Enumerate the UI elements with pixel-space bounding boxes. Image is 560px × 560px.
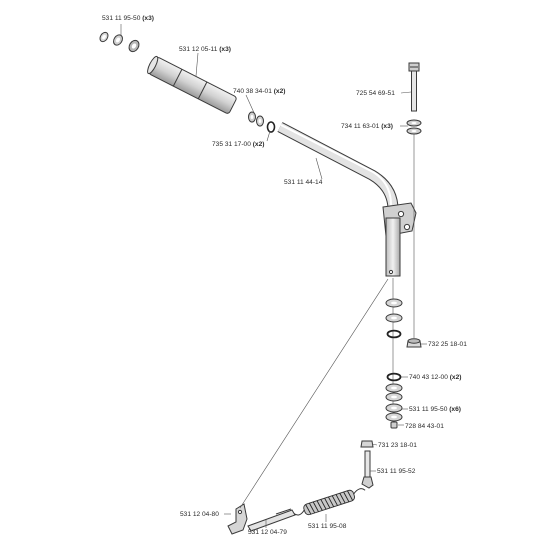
sleeve-end bbox=[147, 55, 159, 75]
lever-body bbox=[227, 503, 248, 535]
top-washer-stack bbox=[99, 31, 140, 53]
washer-hole bbox=[391, 395, 397, 399]
washer-hole bbox=[391, 386, 397, 390]
washer-hole bbox=[391, 316, 397, 320]
part-label: 734 11 63-01 (x3) bbox=[341, 123, 393, 130]
nut-top bbox=[407, 338, 421, 344]
leader bbox=[245, 94, 256, 116]
sleeve-seam bbox=[197, 81, 208, 100]
part-label: 531 11 95-08 bbox=[308, 523, 347, 530]
washer-hole bbox=[391, 406, 397, 410]
part-label: 531 11 95-50 (x3) bbox=[102, 15, 154, 22]
washer-hole bbox=[391, 301, 397, 305]
nut bbox=[360, 440, 374, 448]
part-label: 735 31 17-00 (x2) bbox=[212, 141, 264, 148]
part-label: 725 54 69-51 bbox=[356, 90, 395, 97]
part-label: 740 38 34-01 (x2) bbox=[233, 88, 285, 95]
part-label: 732 25 18-01 bbox=[428, 341, 467, 348]
upper-washers bbox=[248, 111, 276, 133]
tension-spring bbox=[293, 488, 366, 516]
circlip bbox=[266, 121, 276, 133]
part-label: 531 11 95-50 (x6) bbox=[409, 406, 461, 413]
part-label: 531 12 05-11 (x3) bbox=[179, 46, 231, 53]
o-ring bbox=[386, 372, 402, 382]
part-label: 531 12 04-80 bbox=[180, 511, 219, 518]
leader bbox=[195, 52, 199, 77]
spring-hook bbox=[293, 509, 305, 516]
sleeve-body bbox=[148, 57, 237, 114]
leader-lines bbox=[120, 24, 427, 528]
bolt-shank bbox=[411, 70, 417, 112]
washer-hole bbox=[250, 115, 254, 119]
o-ring bbox=[386, 329, 402, 339]
washer-hole bbox=[411, 130, 417, 132]
washer-hole bbox=[115, 37, 121, 43]
spring-body bbox=[303, 489, 355, 516]
leader bbox=[315, 157, 323, 180]
roller-sleeve bbox=[147, 55, 237, 114]
link-rod bbox=[247, 508, 296, 532]
part-label: 531 12 04-79 bbox=[248, 529, 287, 536]
part-labels: 531 11 95-50 (x3) 531 12 05-11 (x3) 725 … bbox=[102, 15, 467, 536]
washer-hole bbox=[102, 34, 106, 40]
bolt-assembly bbox=[406, 62, 422, 348]
tube-hole bbox=[388, 269, 394, 275]
link-rod-slot bbox=[275, 508, 292, 515]
link-wire bbox=[239, 278, 389, 509]
part-label: 531 11 95-52 bbox=[377, 468, 416, 475]
washer-hole bbox=[411, 122, 417, 124]
bent-shaft bbox=[277, 122, 417, 277]
washer-hole bbox=[131, 43, 137, 49]
part-label: 728 84 43-01 bbox=[405, 423, 444, 430]
rod-eye bbox=[361, 476, 374, 489]
lower-washer-stack bbox=[385, 278, 403, 429]
leader bbox=[371, 443, 378, 446]
spring-hook bbox=[353, 488, 366, 495]
spring-coils bbox=[305, 490, 354, 515]
part-label: 740 43 12-00 (x2) bbox=[409, 374, 461, 381]
part-label: 731 23 18-01 bbox=[378, 442, 417, 449]
part-label: 531 11 44-14 bbox=[284, 179, 323, 186]
vertical-tube bbox=[385, 217, 401, 277]
spring-rod bbox=[360, 440, 374, 489]
lever bbox=[227, 503, 248, 535]
lever-hole bbox=[237, 509, 243, 515]
bracket-hole bbox=[397, 210, 405, 218]
leader bbox=[400, 91, 412, 94]
washer-hole bbox=[258, 119, 262, 123]
washer-hole bbox=[391, 415, 397, 419]
threaded-rod bbox=[364, 450, 371, 480]
sleeve-seam bbox=[172, 69, 183, 87]
link-rod-body bbox=[247, 509, 296, 532]
leader bbox=[266, 130, 271, 142]
bracket-hole bbox=[403, 223, 411, 231]
small-pin bbox=[390, 421, 398, 429]
